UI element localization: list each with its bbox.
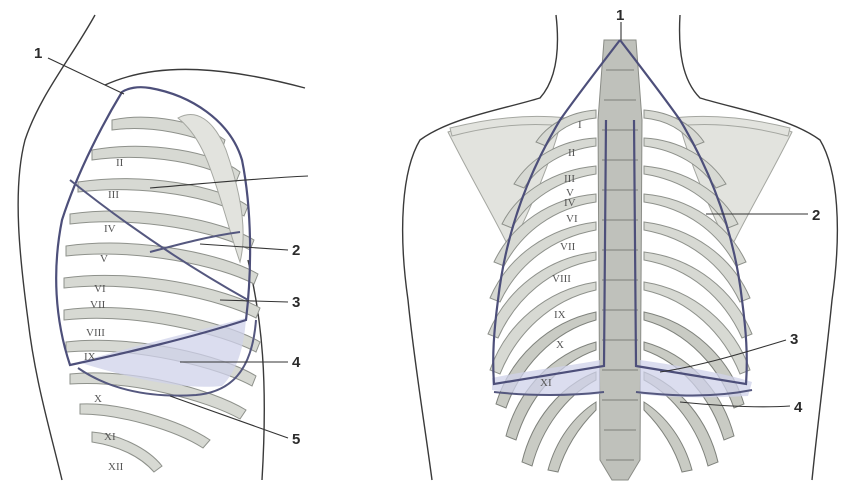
posterior-view: I II III IV V VI VII VIII IX X XI 1 2 3 … [403, 7, 838, 480]
callout-1-left: 1 [34, 45, 42, 62]
rib-numeral: VI [94, 283, 106, 295]
callout-4-left: 4 [292, 354, 301, 371]
rib-numeral: VIII [86, 327, 105, 339]
rib-numeral: IX [554, 309, 566, 321]
rib-numeral: XI [104, 431, 116, 443]
rib-numeral: IV [104, 223, 116, 235]
lateral-view: II III IV V VI VII VIII IX X XI XII 1 2 … [18, 15, 308, 480]
rib-numeral: III [108, 189, 119, 201]
rib-numeral: VI [566, 213, 578, 225]
rib-numeral: III [564, 173, 575, 185]
back-contour-left [248, 260, 264, 480]
rib-numeral: IX [84, 351, 96, 363]
callout-2-right: 2 [812, 207, 820, 224]
rib-numeral: XII [108, 461, 124, 473]
callout-5-left: 5 [292, 431, 300, 448]
callout-3-right: 3 [790, 331, 798, 348]
callout-2-left: 2 [292, 242, 300, 259]
rib-numeral: V [566, 187, 574, 199]
rib-numeral: X [556, 339, 564, 351]
rib-numeral: X [94, 393, 102, 405]
rib-numeral: V [100, 253, 108, 265]
callout-3-left: 3 [292, 294, 300, 311]
rib-numeral: I [578, 119, 582, 131]
callout-1-right: 1 [616, 7, 624, 24]
rib-numeral: II [116, 157, 124, 169]
horizontal-fissure [150, 232, 240, 252]
rib-numeral: XI [540, 377, 552, 389]
shoulder-contour-left [105, 69, 305, 88]
rib-numeral: VII [560, 241, 576, 253]
leader-line [48, 58, 124, 94]
rib-numeral: VII [90, 299, 106, 311]
rib-numeral: II [568, 147, 576, 159]
callout-4-right: 4 [794, 399, 803, 416]
rib-numeral: VIII [552, 273, 571, 285]
